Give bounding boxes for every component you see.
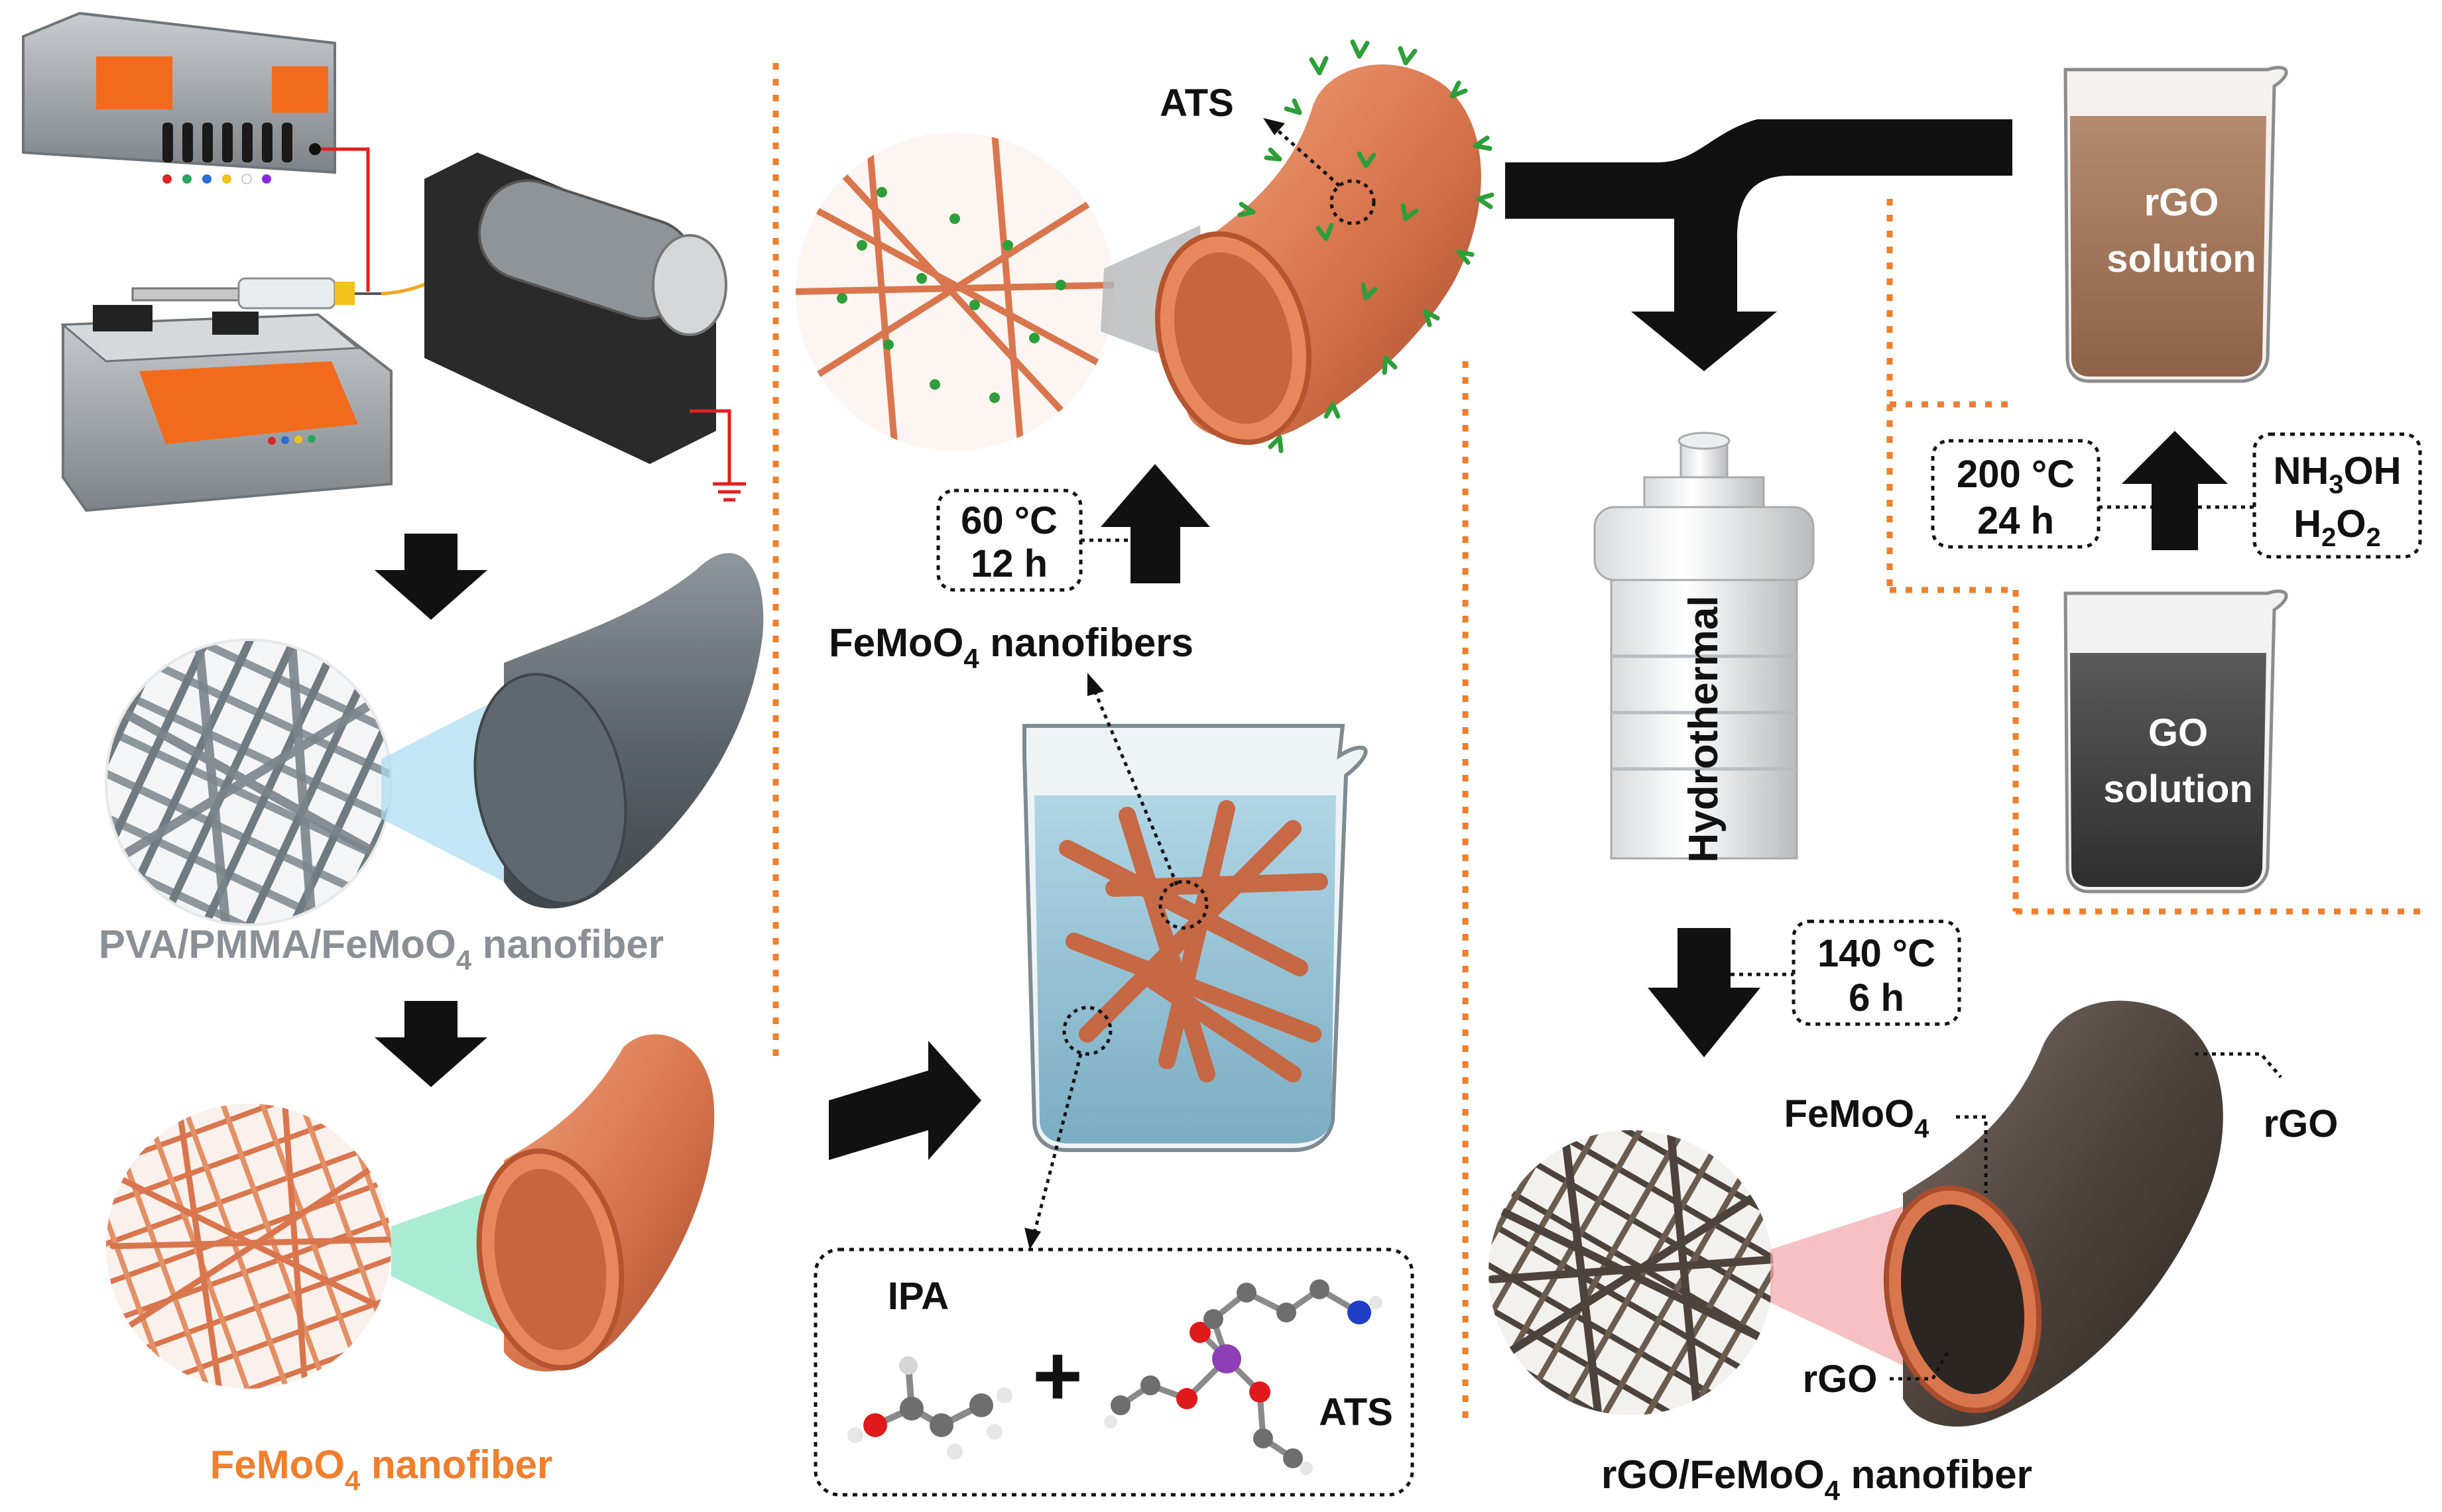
femoo4-nanofiber-label: FeMoO4 nanofiber (210, 1442, 553, 1496)
reagent-box: IPA + (814, 1248, 1414, 1497)
gray-nanofiber-tube (473, 553, 764, 909)
reagent-box-2: NH3OH H2O2 (2198, 432, 2422, 559)
solvent-callout-arrow (1024, 1053, 1083, 1250)
go-solution-beaker: GO solution (2063, 589, 2288, 894)
arrow-up-go-to-rgo (2122, 431, 2228, 550)
go-solution-line1: GO (2148, 711, 2208, 754)
ats-molecule (1104, 1279, 1382, 1475)
condition-2-temp: 200 °C (1957, 453, 2075, 496)
femoo4-callout-arrow (1087, 673, 1179, 886)
ats-top-label: ATS (1160, 82, 1234, 125)
reagent-line2: H2O2 (2293, 502, 2381, 552)
condition-2-time: 24 h (1977, 499, 2054, 542)
condition-3-temp: 140 °C (1817, 932, 1935, 975)
hydrothermal-autoclave: Hydrothermal (1593, 432, 1815, 863)
ats-fiber-network (796, 133, 1207, 451)
electrospinning-setup (22, 11, 746, 512)
ipa-molecule (847, 1356, 1012, 1460)
rgo-solution-line1: rGO (2144, 181, 2219, 224)
condition-box-3: 140 °C 6 h (1731, 919, 1961, 1026)
condition-3-time: 6 h (1849, 976, 1904, 1019)
arrow-right-to-beaker (829, 1041, 981, 1160)
final-nanofiber-label: rGO/FeMoO4 nanofiber (1601, 1452, 2032, 1506)
reagent-line1: NH3OH (2273, 449, 2401, 499)
arrow-down-3 (1648, 928, 1760, 1057)
ats-top-callout-arrow (1263, 118, 1341, 187)
arrow-up-ats (1101, 464, 1210, 583)
callout-femoo4-label: FeMoO4 (1784, 1092, 1930, 1143)
condition-box-1: 60 °C 12 h (936, 489, 1130, 592)
condition-box-2: 200 °C 24 h (1931, 439, 2152, 549)
arrow-down-1 (375, 534, 487, 620)
separator-lines (772, 63, 2420, 1419)
rgo-solution-line2: solution (2106, 237, 2256, 280)
hydrothermal-label: Hydrothermal (1681, 595, 1727, 862)
condition-1-time: 12 h (971, 542, 1048, 585)
copper-nanofiber-tube (476, 1034, 715, 1371)
ats-bottom-label: ATS (1319, 1391, 1393, 1434)
ipa-label: IPA (888, 1275, 949, 1318)
arrow-down-2 (375, 1001, 487, 1087)
rgo-fiber-tube (1883, 1000, 2223, 1427)
pva-nanofiber-label: PVA/PMMA/FeMoO4 nanofiber (99, 922, 664, 976)
ats-fiber-tube (1154, 39, 1495, 453)
arrow-curved-to-autoclave (1505, 119, 2012, 371)
copper-nanofiber-network (106, 1104, 504, 1389)
callout-rgo-inner-label: rGO (1803, 1358, 1878, 1401)
rgo-fiber-network (1489, 1130, 1903, 1415)
plus-sign: + (1032, 1327, 1083, 1424)
callout-rgo-outer-label: rGO (2264, 1102, 2339, 1145)
immersion-beaker (1022, 724, 1368, 1152)
gray-nanofiber-network (105, 638, 504, 926)
rgo-solution-beaker: rGO solution (2063, 66, 2288, 383)
condition-1-temp: 60 °C (961, 499, 1058, 542)
femoo4-nanofibers-label: FeMoO4 nanofibers (829, 620, 1193, 674)
go-solution-line2: solution (2103, 768, 2253, 811)
rgo-fiber-callouts (1890, 1052, 2282, 1381)
